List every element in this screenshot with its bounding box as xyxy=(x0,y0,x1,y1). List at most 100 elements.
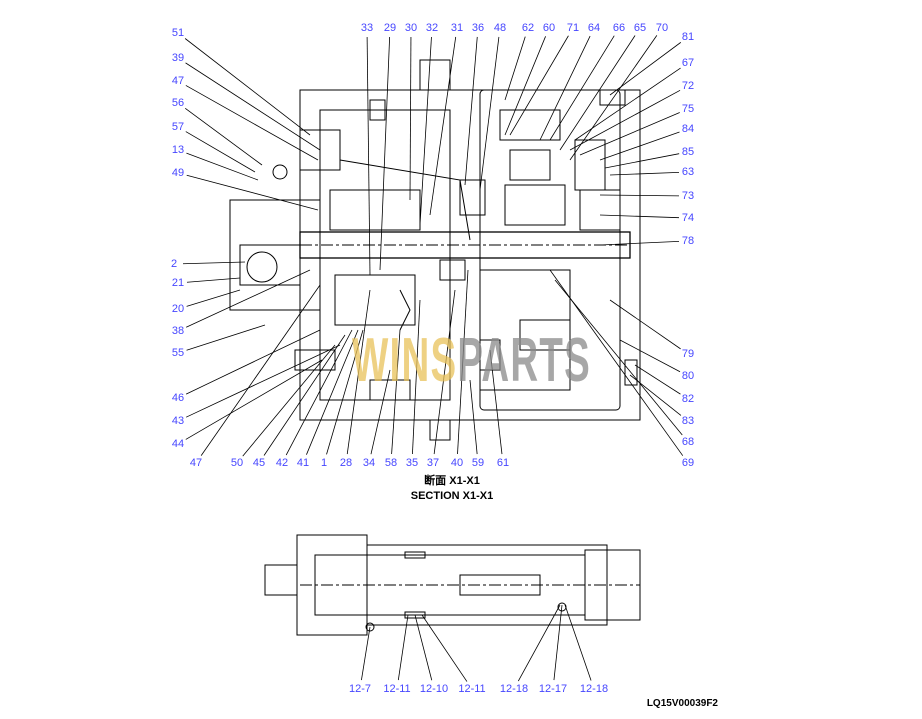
leader-line xyxy=(186,174,319,211)
leader-line xyxy=(539,35,591,141)
callout-label: 71 xyxy=(566,22,580,34)
leader-line xyxy=(186,324,266,351)
leader-line xyxy=(421,614,468,682)
leader-lines xyxy=(182,35,684,682)
callout-label: 50 xyxy=(230,457,244,469)
callout-label: 28 xyxy=(339,457,353,469)
callout-label: 69 xyxy=(681,457,695,469)
callout-label: 36 xyxy=(471,22,485,34)
callout-label: 83 xyxy=(681,415,695,427)
callout-label: 42 xyxy=(275,457,289,469)
callout-label: 12-18 xyxy=(579,683,609,695)
callout-label: 65 xyxy=(633,22,647,34)
callout-label: 37 xyxy=(426,457,440,469)
callout-label: 41 xyxy=(296,457,310,469)
callout-label: 62 xyxy=(521,22,535,34)
leader-line xyxy=(504,36,546,136)
leader-line xyxy=(479,36,500,191)
callout-label: 33 xyxy=(360,22,374,34)
callout-label: 75 xyxy=(681,103,695,115)
leader-line xyxy=(185,329,321,395)
callout-label: 48 xyxy=(493,22,507,34)
callout-label: 73 xyxy=(681,190,695,202)
callout-label: 35 xyxy=(405,457,419,469)
caption-japanese: 断面 X1-X1 xyxy=(424,475,480,487)
callout-label: 57 xyxy=(171,121,185,133)
callout-label: 29 xyxy=(383,22,397,34)
leader-line xyxy=(553,604,563,681)
main-pump-section xyxy=(229,59,641,441)
callout-label: 58 xyxy=(384,457,398,469)
leader-line xyxy=(609,171,680,176)
leader-line xyxy=(285,329,353,456)
leader-line xyxy=(429,36,457,216)
leader-line xyxy=(306,329,359,455)
callout-label: 49 xyxy=(171,167,185,179)
watermark-wins: WINS xyxy=(352,326,458,395)
leader-line xyxy=(574,67,681,141)
callout-label: 12-10 xyxy=(419,683,449,695)
leader-line xyxy=(579,112,680,156)
callout-label: 1 xyxy=(320,457,328,469)
callout-label: 39 xyxy=(171,52,185,64)
callout-label: 79 xyxy=(681,348,695,360)
leader-line xyxy=(185,85,319,161)
leader-line xyxy=(559,35,636,151)
leader-line xyxy=(599,131,680,161)
callout-label: 47 xyxy=(171,75,185,87)
leader-line xyxy=(379,36,391,271)
watermark-parts: PARTS xyxy=(457,326,591,395)
callout-label: 12-18 xyxy=(499,683,529,695)
callout-label: 12-11 xyxy=(458,683,486,695)
callout-label: 59 xyxy=(471,457,485,469)
callout-label: 12-17 xyxy=(538,683,568,695)
leader-line xyxy=(619,339,681,373)
leader-line xyxy=(184,38,311,136)
leader-line xyxy=(186,152,259,181)
leader-line xyxy=(361,626,371,681)
callout-label: 46 xyxy=(171,392,185,404)
callout-label: 34 xyxy=(362,457,376,469)
callout-label: 78 xyxy=(681,235,695,247)
detail-valve-section xyxy=(264,534,641,636)
leader-line xyxy=(182,261,246,265)
callout-label: 66 xyxy=(612,22,626,34)
leader-line xyxy=(409,36,412,201)
leader-line xyxy=(509,35,569,136)
callout-label: 44 xyxy=(171,438,185,450)
leader-line xyxy=(185,108,263,166)
leader-line xyxy=(609,42,682,96)
watermark: WINS PARTS xyxy=(352,330,591,392)
callout-label: 70 xyxy=(655,22,669,34)
leader-line xyxy=(370,369,391,455)
callout-label: 82 xyxy=(681,393,695,405)
callout-label: 63 xyxy=(681,166,695,178)
callout-label: 47 xyxy=(189,457,203,469)
leader-line xyxy=(599,214,680,219)
callout-label: 60 xyxy=(542,22,556,34)
callout-label: 56 xyxy=(171,97,185,109)
leader-line xyxy=(366,36,371,276)
callout-label: 13 xyxy=(171,144,185,156)
leader-line xyxy=(604,153,680,169)
callout-label: 74 xyxy=(681,212,695,224)
leader-line xyxy=(186,277,241,283)
callout-label: 31 xyxy=(450,22,464,34)
leader-line xyxy=(549,35,615,141)
leader-line xyxy=(263,334,346,456)
callout-label: 55 xyxy=(171,347,185,359)
callout-label: 67 xyxy=(681,57,695,69)
callout-label: 2 xyxy=(170,258,178,270)
callout-label: 20 xyxy=(171,303,185,315)
callout-label: 84 xyxy=(681,123,695,135)
leader-line xyxy=(419,36,432,226)
callout-label: 68 xyxy=(681,436,695,448)
leader-line xyxy=(634,364,681,395)
leader-line xyxy=(433,289,456,455)
leader-line xyxy=(489,349,503,455)
leader-line xyxy=(346,289,371,455)
leader-line xyxy=(549,269,684,456)
leader-line xyxy=(569,35,658,161)
callout-label: 12-7 xyxy=(348,683,372,695)
leader-line xyxy=(414,614,433,681)
